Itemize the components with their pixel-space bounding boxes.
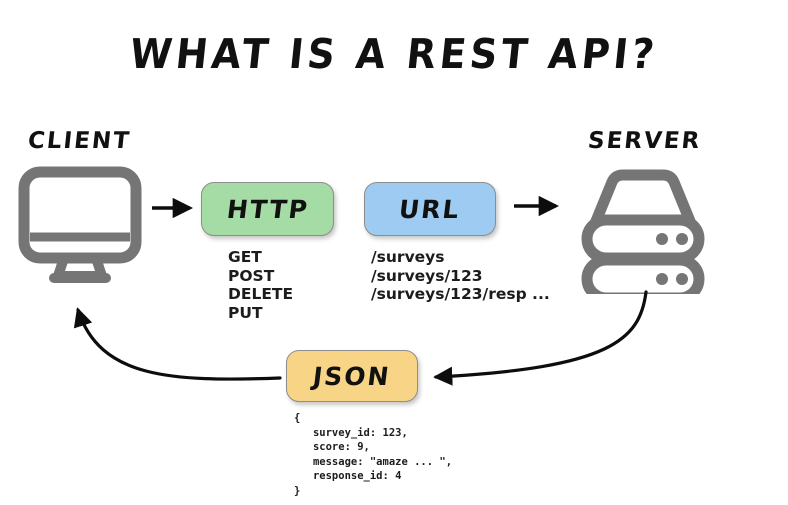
json-box[interactable]: JSON bbox=[286, 350, 418, 402]
json-box-label: JSON bbox=[311, 361, 393, 391]
http-methods-list: GET POST DELETE PUT bbox=[228, 248, 294, 322]
client-label: CLIENT bbox=[26, 128, 133, 154]
arrow-server-to-json bbox=[433, 290, 648, 386]
page-title: WHAT IS A REST API? bbox=[127, 30, 661, 78]
http-box[interactable]: HTTP bbox=[201, 182, 334, 236]
monitor-icon bbox=[18, 166, 142, 289]
url-box[interactable]: URL bbox=[364, 182, 496, 236]
url-paths-list: /surveys /surveys/123 /surveys/123/resp … bbox=[371, 248, 550, 303]
url-box-label: URL bbox=[397, 194, 463, 224]
database-server-icon bbox=[578, 168, 708, 304]
http-box-label: HTTP bbox=[224, 194, 311, 224]
json-payload-text: { survey_id: 123, score: 9, message: "am… bbox=[294, 412, 453, 497]
server-label: SERVER bbox=[586, 128, 703, 154]
